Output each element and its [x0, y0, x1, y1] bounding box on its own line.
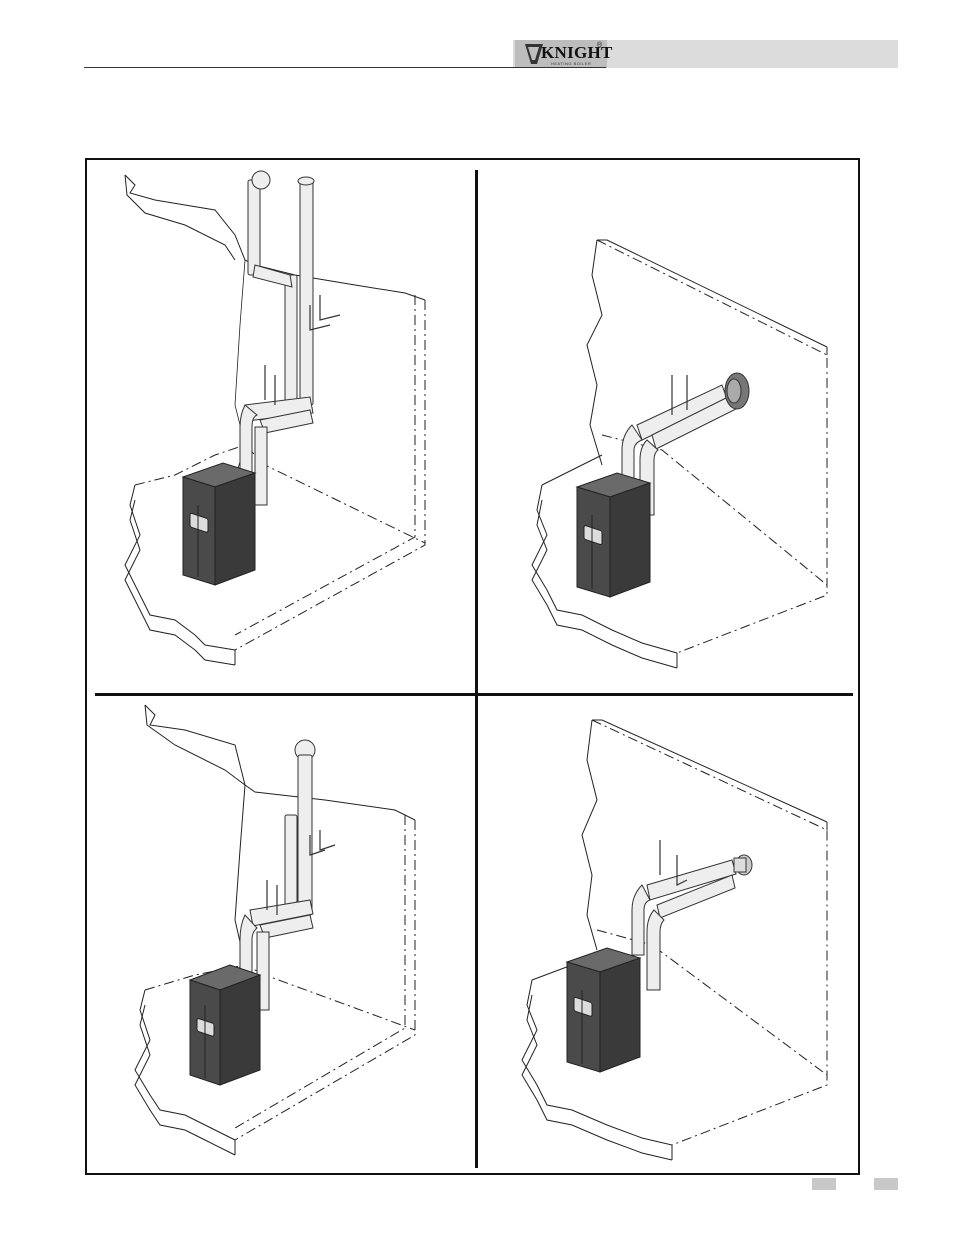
panel-sidewall-concentric-vent [482, 700, 854, 1165]
panel-sidewall-vent-two-pipe [482, 165, 854, 685]
panel-vertical-vent-two-pipe [95, 165, 470, 685]
brand-logo: KNIGHT ® HEATING BOILER [515, 40, 607, 68]
panel-vertical-concentric-vent [95, 700, 470, 1165]
brand-tagline: HEATING BOILER [551, 61, 591, 66]
panel-divider-horizontal [95, 693, 853, 696]
footer-mark-left [812, 1178, 836, 1190]
trademark: ® [597, 42, 602, 49]
header-rule [84, 67, 606, 68]
panel-divider-vertical [475, 170, 478, 1168]
footer-mark-right [874, 1178, 898, 1190]
